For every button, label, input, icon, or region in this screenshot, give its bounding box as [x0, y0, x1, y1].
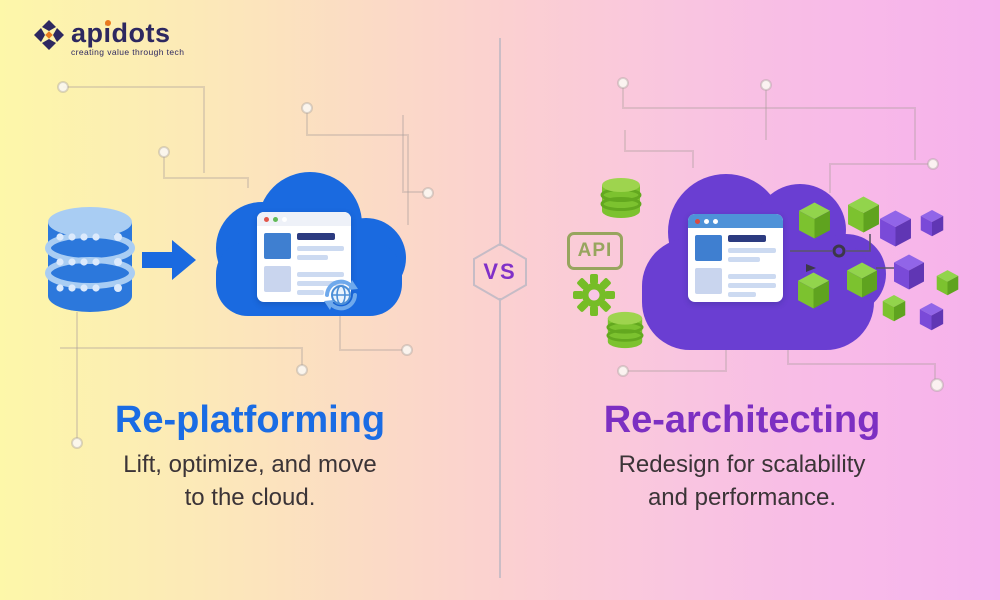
left-browser-window	[257, 212, 351, 302]
window-dot-green	[273, 216, 278, 222]
window-image-block	[695, 268, 722, 294]
arrow-right-icon	[142, 240, 196, 280]
right-description-line1: Redesign for scalability	[618, 450, 866, 478]
purple-cube-icon	[920, 210, 944, 237]
window-text-line	[297, 290, 325, 295]
window-image-block	[264, 266, 291, 292]
logo-i-orange-dot: i	[103, 18, 112, 48]
gear-icon	[573, 274, 615, 316]
blue-database-icon	[45, 207, 135, 312]
window-text-line	[297, 281, 344, 286]
window-heading-block	[297, 233, 335, 240]
green-cube-icon	[799, 202, 830, 239]
window-heading-block	[728, 235, 766, 242]
purple-cube-icon	[894, 254, 924, 290]
purple-cube-icon	[880, 210, 911, 247]
right-description-line2: and performance.	[647, 483, 837, 511]
window-dot-red	[695, 218, 700, 224]
divider-line-top	[499, 38, 501, 246]
left-description-line2: to the cloud.	[184, 483, 316, 511]
apidots-logo-icon	[34, 20, 64, 50]
logo-name: apidots	[71, 18, 171, 48]
window-image-block	[264, 233, 291, 259]
window-dot-white	[282, 216, 287, 222]
green-database-bottom-icon	[606, 311, 644, 349]
left-text-panel: Re-platforming Lift, optimize, and move …	[40, 399, 460, 514]
window-text-line	[297, 255, 329, 260]
vs-hexagon-badge: VS	[470, 242, 530, 302]
window-image-block	[695, 235, 722, 261]
right-browser-window	[688, 214, 783, 302]
window-text-line	[728, 274, 776, 279]
window-text-line	[728, 283, 776, 288]
logo-tagline: creating value through tech	[71, 47, 185, 57]
window-dot-white	[713, 218, 718, 224]
apidots-logo: apidots creating value through tech	[34, 20, 184, 57]
api-badge-label: API	[577, 240, 613, 261]
green-cube-icon	[847, 262, 877, 298]
window-dot-white	[704, 218, 709, 224]
green-database-top-icon	[600, 178, 642, 218]
left-description: Lift, optimize, and move to the cloud.	[40, 448, 460, 514]
window-titlebar	[257, 212, 351, 226]
green-cube-icon	[798, 272, 829, 309]
window-text-line	[297, 246, 344, 251]
right-description: Redesign for scalability and performance…	[532, 448, 952, 514]
right-text-panel: Re-architecting Redesign for scalability…	[532, 399, 952, 514]
hexagon-outline	[473, 242, 527, 302]
left-description-line1: Lift, optimize, and move	[123, 450, 377, 478]
green-cube-icon	[882, 295, 906, 322]
purple-cube-icon	[919, 303, 944, 331]
window-dot-red	[264, 216, 269, 222]
sync-globe-icon	[324, 279, 358, 311]
api-badge: API	[567, 232, 623, 270]
window-text-line	[297, 272, 344, 277]
green-cube-icon	[848, 196, 879, 233]
divider-line-bottom	[499, 298, 501, 578]
window-titlebar	[688, 214, 783, 228]
left-title: Re-platforming	[114, 399, 386, 441]
right-title: Re-architecting	[603, 399, 881, 441]
vs-label: VS	[483, 259, 517, 284]
green-cube-icon	[936, 270, 959, 296]
window-text-line	[728, 257, 760, 262]
window-text-line	[728, 292, 756, 297]
window-text-line	[728, 248, 776, 253]
